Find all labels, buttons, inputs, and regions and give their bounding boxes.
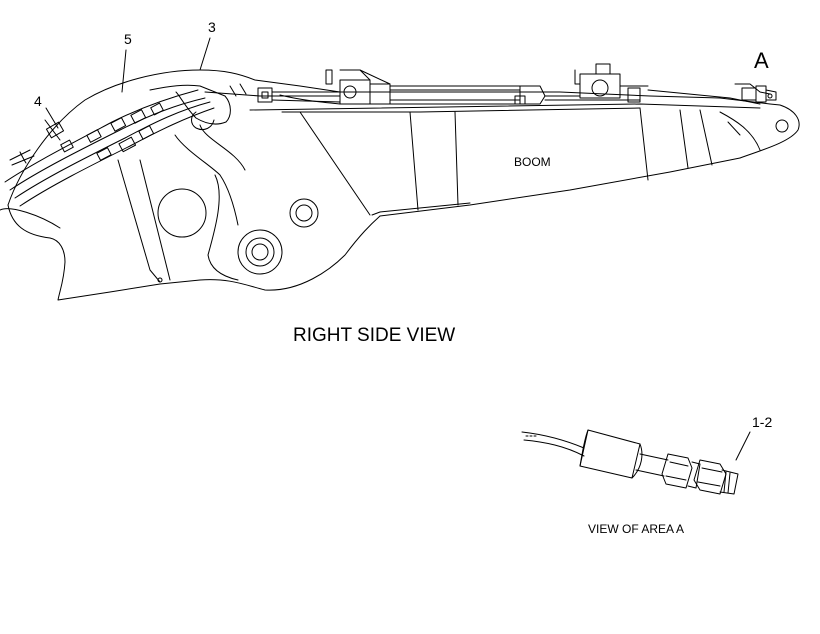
nose-hose-fitting: [734, 83, 777, 103]
callout-1-2: 1-2: [752, 414, 773, 430]
boom-foot: [0, 84, 319, 283]
upper-hose-run: [204, 63, 761, 105]
hose-bundle: [4, 89, 215, 207]
boom-outline: [7, 69, 800, 301]
detail-view-title: VIEW OF AREA A: [588, 522, 685, 536]
callout-area-a: A: [754, 48, 769, 73]
leader-lines: [45, 37, 751, 461]
callout-3: 3: [208, 19, 216, 35]
callout-5: 5: [124, 31, 132, 47]
main-view-title: RIGHT SIDE VIEW: [293, 325, 456, 346]
boom-label: BOOM: [514, 155, 551, 169]
detail-area-a: [521, 429, 739, 495]
callout-4: 4: [34, 93, 42, 109]
